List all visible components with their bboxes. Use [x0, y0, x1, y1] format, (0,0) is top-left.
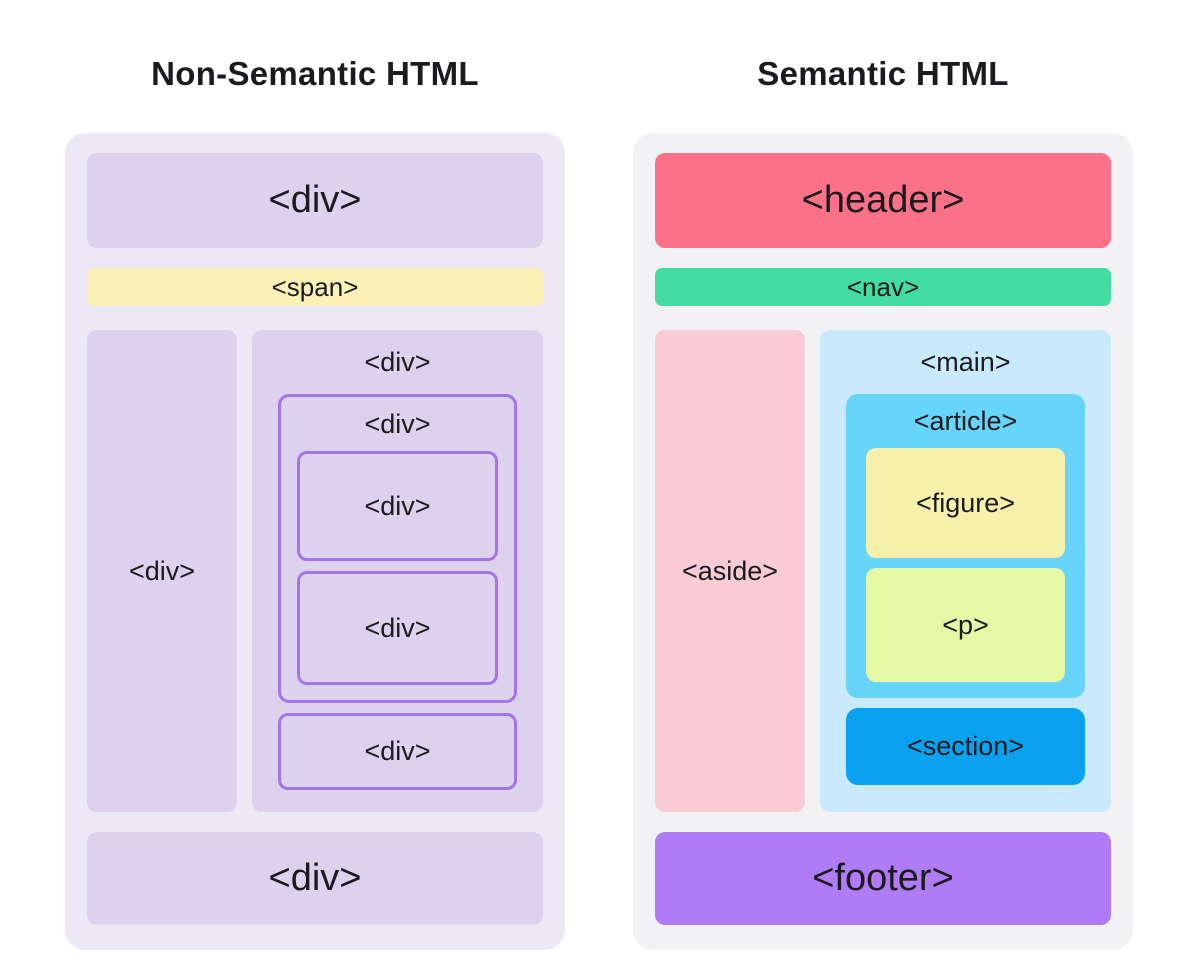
nested-wrapper-label: <div> — [364, 408, 431, 439]
nested-div-wrapper: <div> <div> <div> — [278, 394, 517, 703]
article-label: <article> — [913, 405, 1018, 436]
footer-block: <footer> — [655, 832, 1111, 925]
section-block: <section> — [846, 708, 1085, 785]
single-div-block: <div> — [278, 713, 517, 790]
nested-div-1: <div> — [297, 451, 498, 561]
main-label: <main> — [920, 346, 1011, 377]
figure-block: <figure> — [866, 448, 1065, 558]
non-semantic-title: Non-Semantic HTML — [151, 54, 479, 92]
semantic-column: Semantic HTML <header> <nav> <aside> <ma… — [633, 0, 1133, 980]
span-block: <span> — [87, 268, 543, 306]
aside-block: <aside> — [655, 330, 805, 812]
non-semantic-column: Non-Semantic HTML <div> <span> <div> <di… — [65, 0, 565, 980]
nav-block: <nav> — [655, 268, 1111, 306]
header-block: <header> — [655, 153, 1111, 248]
semantic-panel: <header> <nav> <aside> <main> <article> … — [633, 133, 1133, 950]
outer-div-block: <div> — [87, 153, 543, 248]
nested-div-2: <div> — [297, 571, 498, 685]
side-div-block: <div> — [87, 330, 237, 812]
p-block: <p> — [866, 568, 1065, 682]
content-div-label: <div> — [364, 346, 431, 377]
content-div-block: <div> <div> <div> <div> <div> — [252, 330, 543, 812]
non-semantic-panel: <div> <span> <div> <div> <div> <div> <di… — [65, 133, 565, 950]
semantic-middle-row: <aside> <main> <article> <figure> <p> <s… — [655, 330, 1111, 812]
article-block: <article> <figure> <p> — [846, 394, 1085, 698]
non-semantic-middle-row: <div> <div> <div> <div> <div> <div> — [87, 330, 543, 812]
main-block: <main> <article> <figure> <p> <section> — [820, 330, 1111, 812]
bottom-div-block: <div> — [87, 832, 543, 925]
semantic-title: Semantic HTML — [757, 54, 1009, 92]
